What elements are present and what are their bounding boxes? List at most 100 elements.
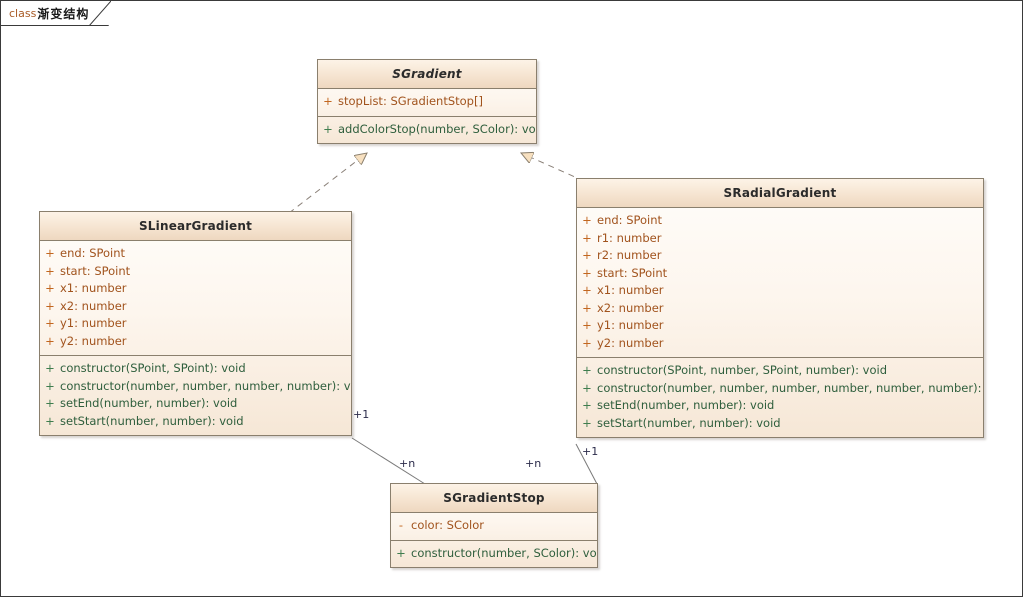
method-row: + constructor(SPoint, number, SPoint, nu… (577, 362, 983, 380)
attribute-label: r2: number (597, 248, 662, 262)
method-row: + constructor(number, number, number, nu… (40, 378, 351, 396)
attribute-label: y1: number (597, 318, 664, 332)
method-row: + addColorStop(number, SColor): void (318, 121, 536, 139)
method-label: setEnd(number, number): void (597, 398, 775, 412)
attribute-row: + x1: number (577, 282, 983, 300)
attribute-label: end: SPoint (60, 246, 126, 260)
attribute-label: start: SPoint (60, 263, 131, 278)
multiplicity-linear-n: +n (399, 457, 416, 470)
attribute-row: + r2: number (577, 247, 983, 265)
edge-linear-realizes-gradient (288, 153, 367, 214)
visibility-marker: + (582, 300, 592, 315)
class-title-sgradientstop: SGradientStop (391, 484, 597, 513)
attribute-label: start: SPoint (597, 265, 668, 280)
attributes-section-sgradient: + stopList: SGradientStop[] (318, 89, 536, 117)
class-title-sradialgradient: SRadialGradient (577, 179, 983, 208)
attribute-row: + y2: number (577, 335, 983, 353)
method-row: + setStart(number, number): void (577, 415, 983, 433)
attribute-row: + x2: number (577, 300, 983, 318)
visibility-marker: + (45, 361, 55, 375)
frame-keyword: class (9, 6, 37, 20)
visibility-marker: + (45, 298, 55, 313)
attribute-row: + y1: number (40, 315, 351, 333)
method-row: + setEnd(number, number): void (577, 397, 983, 415)
edge-radial-stop-association (575, 443, 598, 485)
methods-section-slineargradient: + constructor(SPoint, SPoint): void + co… (40, 356, 351, 435)
multiplicity-linear-1: +1 (353, 408, 370, 421)
attribute-label: y1: number (60, 316, 127, 330)
visibility-marker: + (582, 283, 592, 297)
method-label: constructor(number, number, number, numb… (60, 378, 352, 393)
visibility-marker: + (323, 121, 333, 136)
attribute-row: + y1: number (577, 317, 983, 335)
attribute-label: x1: number (60, 281, 127, 295)
attribute-label: end: SPoint (597, 213, 663, 227)
class-box-sgradient[interactable]: SGradient + stopList: SGradientStop[] + … (317, 59, 537, 144)
class-box-sradialgradient[interactable]: SRadialGradient + end: SPoint + r1: numb… (576, 178, 984, 438)
attribute-row: + start: SPoint (40, 263, 351, 281)
class-box-slineargradient[interactable]: SLinearGradient + end: SPoint + start: S… (39, 211, 352, 436)
visibility-marker: + (582, 415, 592, 430)
visibility-marker: + (582, 265, 592, 280)
attribute-row: + end: SPoint (40, 245, 351, 263)
attribute-label: x2: number (60, 298, 127, 313)
method-row: + setEnd(number, number): void (40, 395, 351, 413)
class-title-sgradient: SGradient (318, 60, 536, 89)
visibility-marker: + (582, 398, 592, 412)
method-row: + setStart(number, number): void (40, 413, 351, 431)
method-label: constructor(SPoint, number, SPoint, numb… (597, 363, 888, 377)
class-title-slineargradient: SLinearGradient (40, 212, 351, 241)
visibility-marker: + (582, 318, 592, 332)
attribute-label: color: SColor (411, 518, 484, 532)
methods-section-sgradient: + addColorStop(number, SColor): void (318, 117, 536, 144)
visibility-marker: + (582, 363, 592, 377)
visibility-marker: + (396, 545, 406, 560)
attribute-label: y2: number (597, 335, 664, 350)
attributes-section-sradialgradient: + end: SPoint + r1: number + r2: number … (577, 208, 983, 358)
attribute-row: + r1: number (577, 230, 983, 248)
method-row: + constructor(number, number, number, nu… (577, 380, 983, 398)
method-label: addColorStop(number, SColor): void (338, 121, 537, 136)
visibility-marker: + (45, 263, 55, 278)
attribute-row: + x2: number (40, 298, 351, 316)
edge-radial-realizes-gradient (521, 153, 585, 182)
methods-section-sradialgradient: + constructor(SPoint, number, SPoint, nu… (577, 358, 983, 437)
visibility-marker: - (398, 518, 404, 532)
edge-linear-stop-association (351, 437, 426, 485)
attribute-label: x1: number (597, 283, 664, 297)
method-label: constructor(SPoint, SPoint): void (60, 361, 246, 375)
visibility-marker: + (582, 230, 592, 245)
attribute-row: + x1: number (40, 280, 351, 298)
attribute-label: x2: number (597, 300, 664, 315)
visibility-marker: + (582, 213, 592, 227)
attribute-label: y2: number (60, 333, 127, 348)
visibility-marker: + (45, 396, 55, 410)
visibility-marker: + (582, 380, 592, 395)
method-row: + constructor(number, SColor): void (391, 545, 597, 563)
attribute-label: stopList: SGradientStop[] (338, 94, 483, 108)
visibility-marker: + (45, 413, 55, 428)
method-label: setEnd(number, number): void (60, 396, 238, 410)
visibility-marker: + (582, 248, 592, 262)
attribute-row: + y2: number (40, 333, 351, 351)
attribute-row: - color: SColor (391, 517, 597, 535)
methods-section-sgradientstop: + constructor(number, SColor): void (391, 541, 597, 568)
attribute-label: r1: number (597, 230, 662, 245)
attribute-row: + stopList: SGradientStop[] (318, 93, 536, 111)
method-label: constructor(number, SColor): void (411, 545, 598, 560)
visibility-marker: + (582, 335, 592, 350)
frame-title: 渐变结构 (37, 6, 90, 21)
visibility-marker: + (45, 281, 55, 295)
class-box-sgradientstop[interactable]: SGradientStop - color: SColor + construc… (390, 483, 598, 568)
method-label: setStart(number, number): void (60, 413, 244, 428)
visibility-marker: + (45, 378, 55, 393)
visibility-marker: + (45, 316, 55, 330)
attribute-row: + start: SPoint (577, 265, 983, 283)
method-row: + constructor(SPoint, SPoint): void (40, 360, 351, 378)
attributes-section-slineargradient: + end: SPoint + start: SPoint + x1: numb… (40, 241, 351, 356)
visibility-marker: + (45, 333, 55, 348)
multiplicity-radial-n: +n (525, 457, 542, 470)
visibility-marker: + (323, 94, 333, 108)
